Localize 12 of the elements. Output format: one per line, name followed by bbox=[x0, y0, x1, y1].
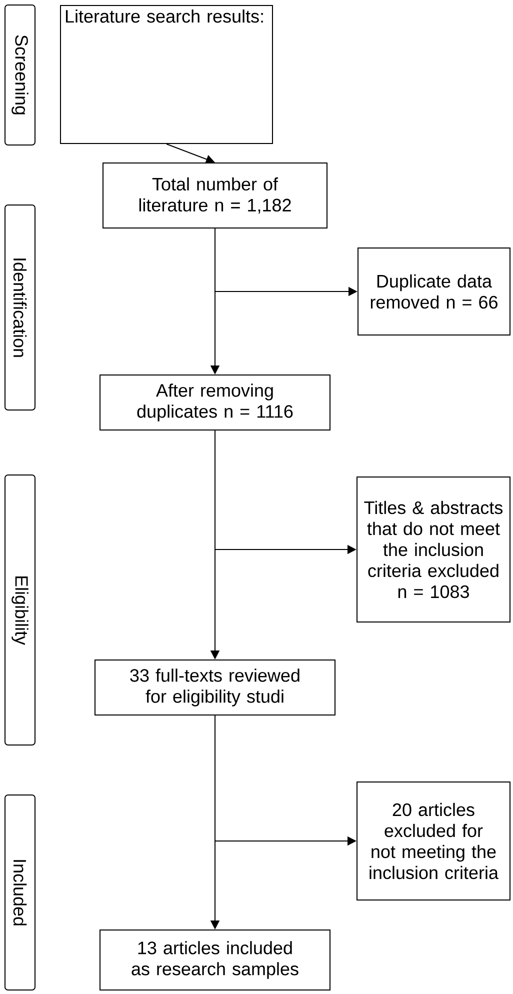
stage-band: Screening bbox=[4, 4, 36, 146]
process-box: Total number of literature n = 1,182 bbox=[102, 162, 328, 229]
stage-band: Eligibility bbox=[4, 474, 36, 746]
stage-band: Identification bbox=[4, 204, 36, 410]
stage-band: Included bbox=[4, 794, 36, 990]
process-box: 33 full-texts reviewed for eligibility studi bbox=[94, 660, 336, 716]
process-box: 13 articles included as research samples bbox=[100, 930, 330, 990]
process-box: Literature search results: bbox=[60, 5, 273, 144]
process-box: After removing duplicates n = 1116 bbox=[100, 374, 330, 430]
exclusion-box: Titles & abstracts that do not meet the inclusion criteria excluded n = 1083 bbox=[356, 476, 510, 622]
exclusion-box: Duplicate data removed n = 66 bbox=[358, 248, 510, 336]
exclusion-box: 20 articles excluded for not meeting the inclusion criteria bbox=[356, 782, 510, 900]
